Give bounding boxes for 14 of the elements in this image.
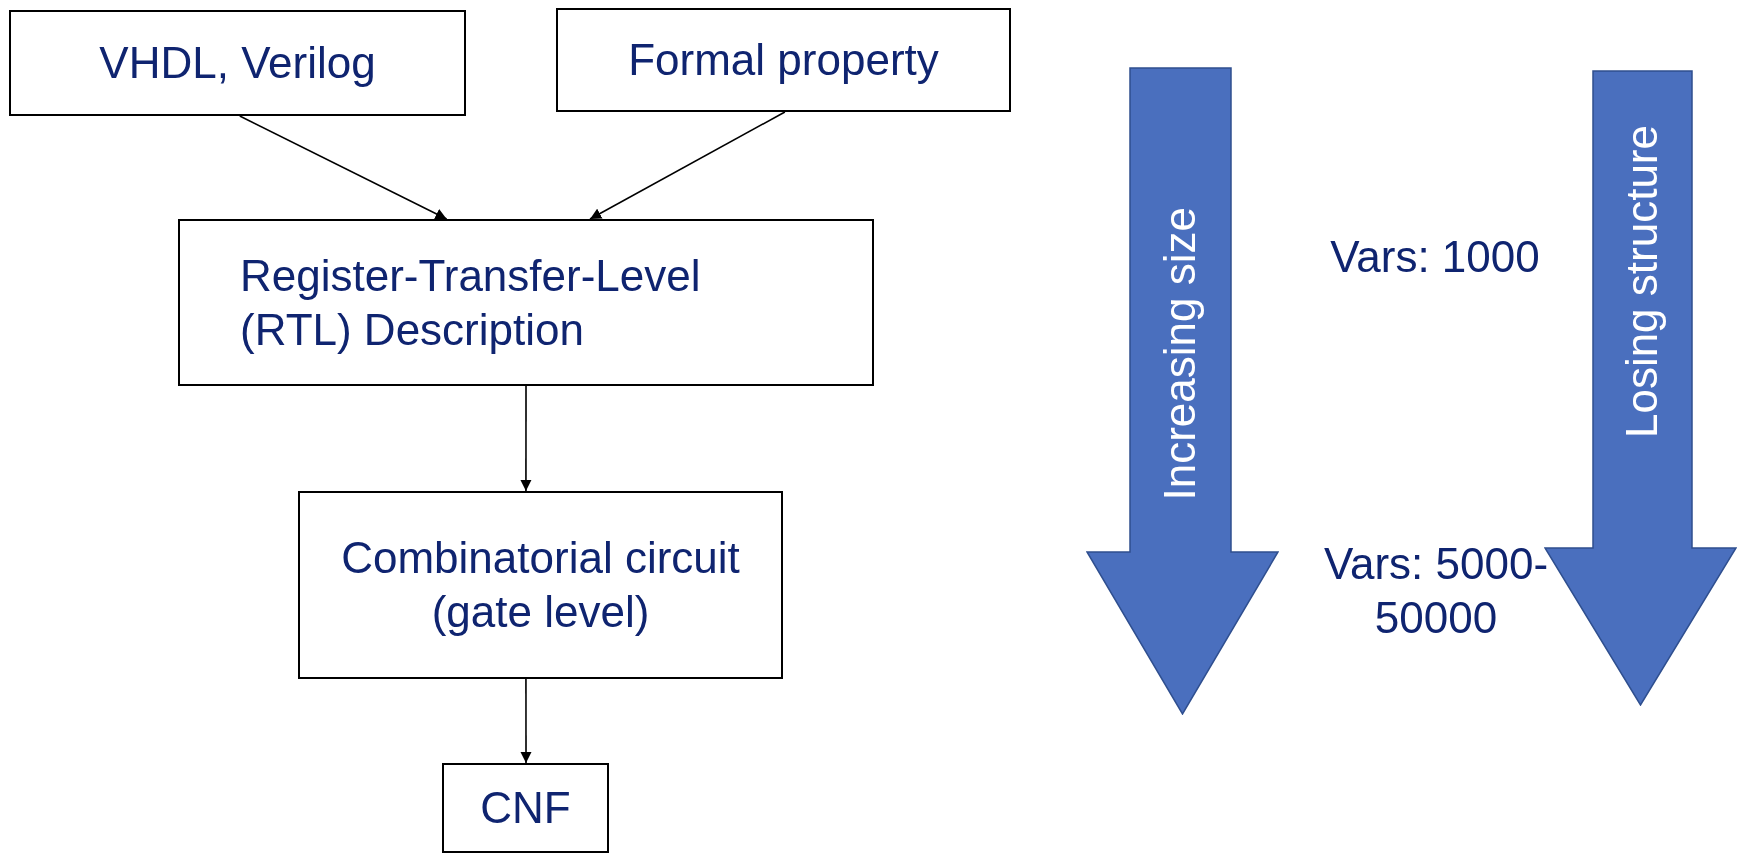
arrow xyxy=(520,678,532,764)
process-box: VHDL, Verilog xyxy=(9,10,466,116)
arrow xyxy=(239,115,448,220)
arrow xyxy=(520,385,532,492)
annotation-text: Vars: 1000 xyxy=(1329,231,1541,283)
process-box: CNF xyxy=(442,763,609,853)
process-box: Formal property xyxy=(556,8,1011,112)
annotation-text: Vars: 5000-50000 xyxy=(1322,538,1550,644)
arrow-label: Increasing size xyxy=(1154,207,1205,501)
down-arrow xyxy=(1086,67,1279,715)
process-box: Combinatorial circuit (gate level) xyxy=(298,491,783,679)
arrow-label: Losing structure xyxy=(1616,125,1667,439)
arrow xyxy=(589,111,786,220)
process-box: Register-Transfer-Level (RTL) Description xyxy=(178,219,874,386)
